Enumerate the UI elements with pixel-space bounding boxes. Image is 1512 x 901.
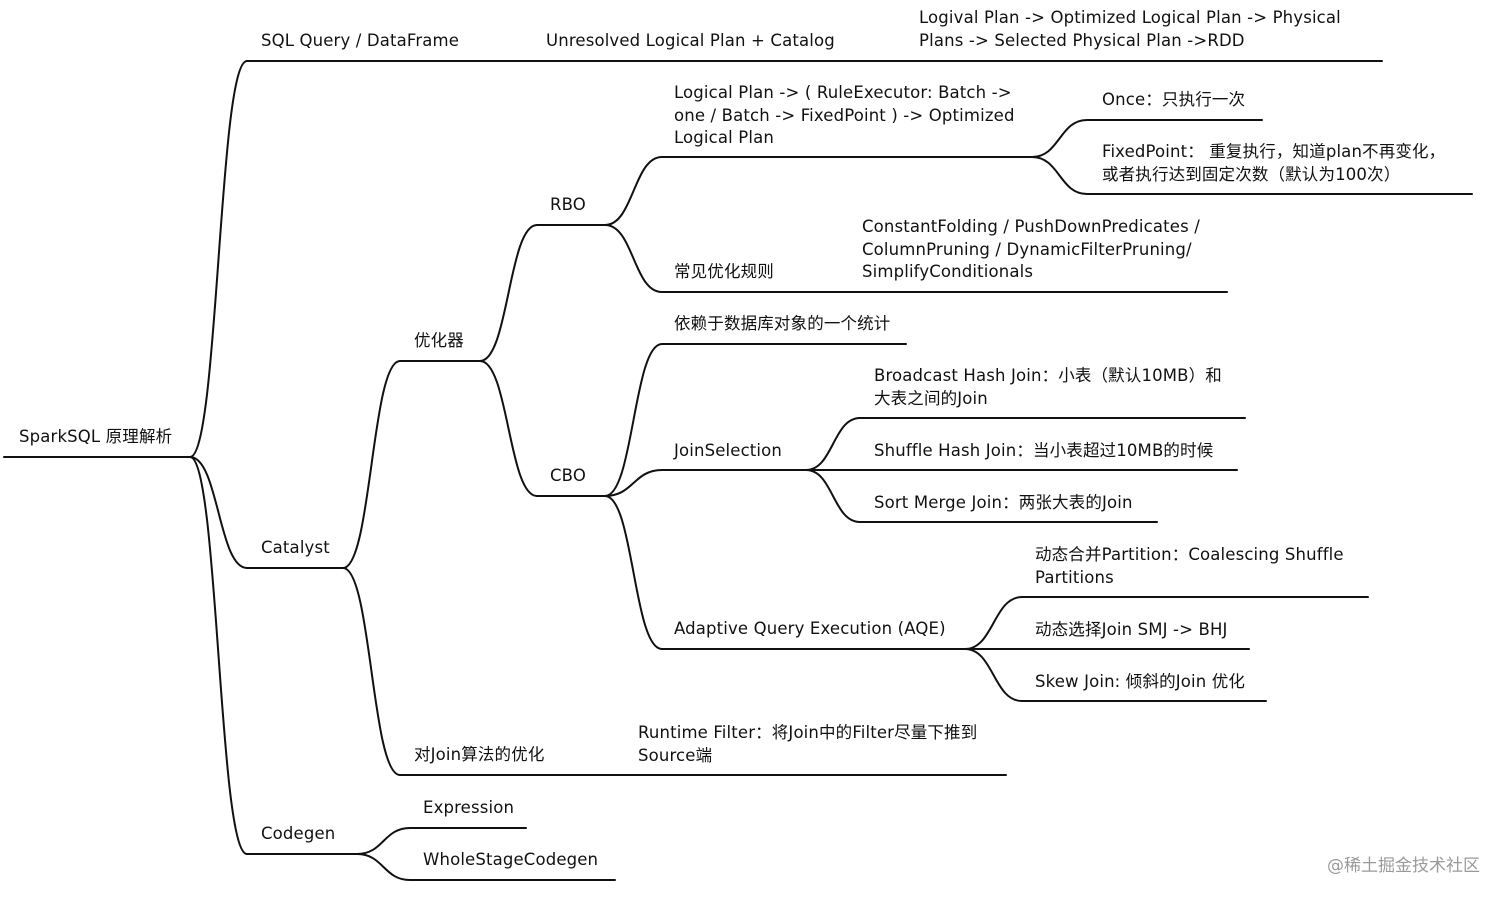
- node-stats: 依赖于数据库对象的一个统计: [674, 314, 891, 333]
- edge-catalyst-joinopt: [342, 567, 401, 776]
- node-skew-join: Skew Join: 倾斜的Join 优化: [1035, 672, 1246, 691]
- node-coalescing: 动态合并Partition：Coalescing Shuffle Partiti…: [1035, 545, 1344, 587]
- node-rule-executor: Logical Plan -> ( RuleExecutor: Batch ->…: [674, 83, 1015, 147]
- edge-aqe-skew: [964, 648, 1023, 702]
- node-whole-stage-codegen: WholeStageCodegen: [423, 850, 599, 869]
- edge-root-codegen: [189, 456, 248, 855]
- node-expression: Expression: [423, 798, 515, 817]
- edge-rbo-rules: [604, 224, 663, 293]
- edge-cbo-joinselection: [604, 469, 663, 497]
- edge-codegen-expression: [356, 827, 411, 855]
- node-dynamic-join: 动态选择Join SMJ -> BHJ: [1035, 620, 1228, 639]
- node-plan-chain: Logival Plan -> Optimized Logical Plan -…: [919, 8, 1341, 50]
- edge-catalyst-optimizer: [342, 360, 401, 569]
- node-join-selection: JoinSelection: [674, 441, 782, 460]
- edge-root-catalyst: [189, 456, 248, 569]
- node-sql-query: SQL Query / DataFrame: [261, 31, 460, 50]
- edge-ruleexec-fixedpoint: [1031, 156, 1088, 195]
- node-runtime-filter: Runtime Filter：将Join中的Filter尽量下推到 Source…: [638, 723, 978, 765]
- edge-rbo-ruleexec: [604, 156, 663, 226]
- node-join-opt: 对Join算法的优化: [414, 745, 545, 764]
- watermark: @稀土掘金技术社区: [1327, 856, 1480, 876]
- edge-cbo-stats: [604, 343, 663, 497]
- edge-optimizer-rbo: [479, 224, 538, 362]
- edge-js-broadcast: [805, 417, 861, 471]
- edge-ruleexec-once: [1031, 119, 1088, 158]
- node-rbo: RBO: [550, 195, 586, 214]
- node-catalyst: Catalyst: [261, 538, 330, 557]
- node-fixed-point: FixedPoint： 重复执行，知道plan不再变化， 或者执行达到固定次数（…: [1102, 142, 1446, 184]
- node-aqe: Adaptive Query Execution (AQE): [674, 619, 946, 638]
- edge-js-sortmerge: [805, 469, 861, 523]
- node-broadcast-hash-join: Broadcast Hash Join：小表（默认10MB）和 大表之间的Joi…: [874, 366, 1222, 408]
- node-shuffle-hash-join: Shuffle Hash Join：当小表超过10MB的时候: [874, 441, 1214, 460]
- edge-root-sql: [189, 60, 248, 458]
- node-root: SparkSQL 原理解析: [19, 427, 173, 446]
- node-unresolved-plan: Unresolved Logical Plan + Catalog: [546, 31, 835, 50]
- node-once: Once：只执行一次: [1102, 90, 1246, 109]
- node-rule-list: ConstantFolding / PushDownPredicates / C…: [862, 217, 1200, 281]
- node-codegen: Codegen: [261, 824, 336, 843]
- node-common-rules: 常见优化规则: [674, 262, 774, 281]
- node-cbo: CBO: [550, 466, 586, 485]
- node-sort-merge-join: Sort Merge Join：两张大表的Join: [874, 493, 1133, 512]
- edge-optimizer-cbo: [479, 360, 538, 497]
- edge-cbo-aqe: [604, 495, 663, 650]
- edge-aqe-coalescing: [964, 596, 1023, 650]
- node-optimizer: 优化器: [414, 331, 464, 350]
- edge-codegen-wholestage: [356, 853, 411, 881]
